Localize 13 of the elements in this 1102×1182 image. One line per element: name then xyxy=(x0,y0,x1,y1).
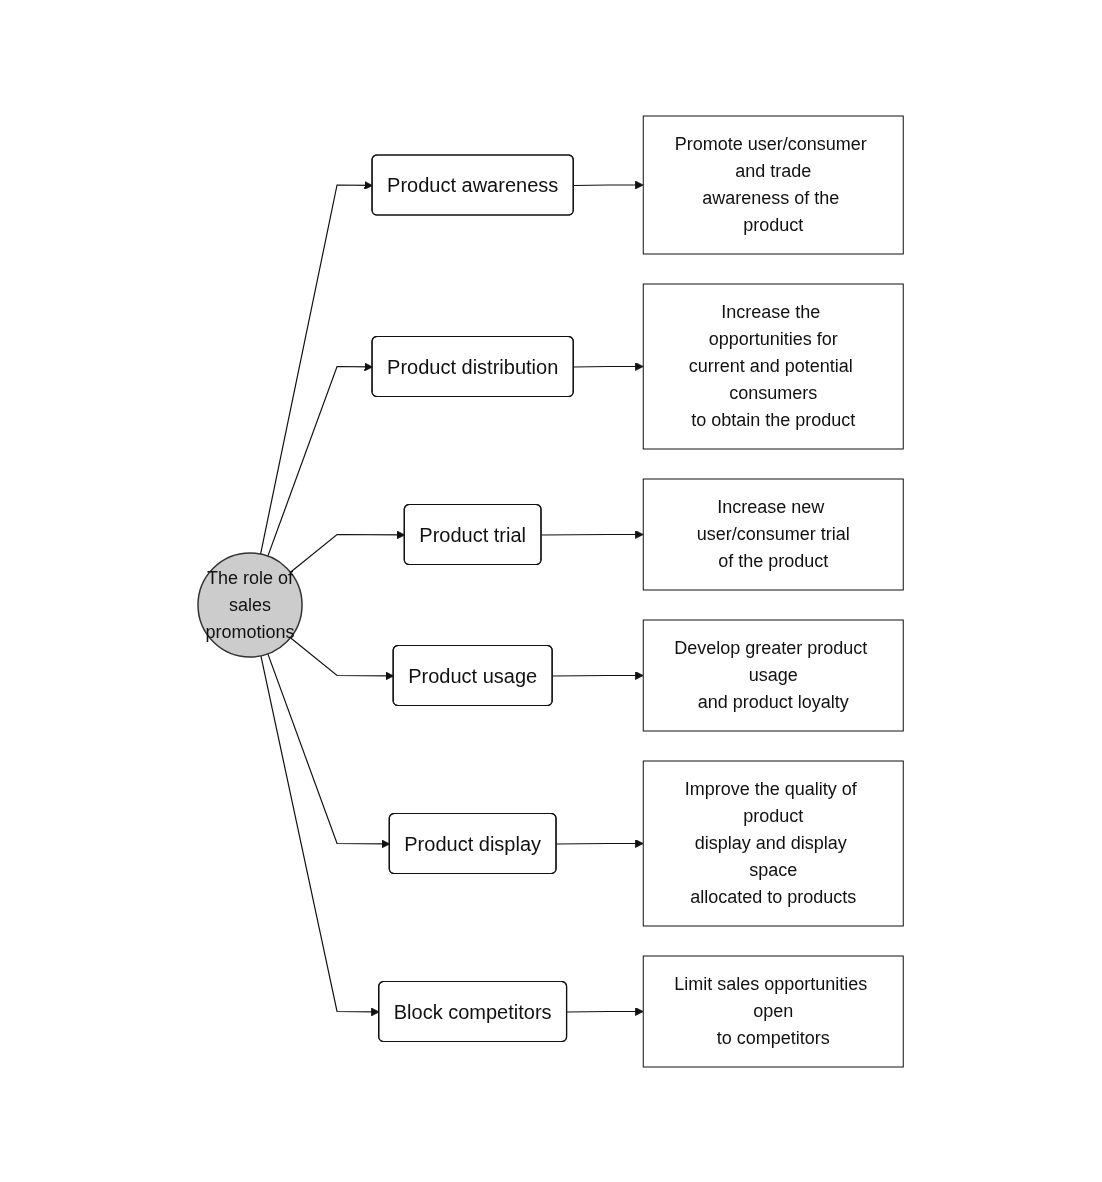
node-box: Improve the quality of product display and display space allocated to products xyxy=(643,760,905,926)
node-box: Promote user/consumer and trade awareness of the product xyxy=(643,115,905,254)
node-box: Develop greater product usage and product loyalty xyxy=(643,619,905,731)
arrow xyxy=(556,838,645,848)
node-circle: The role of sales promotions xyxy=(197,551,304,658)
arrow xyxy=(260,654,380,1016)
arrow xyxy=(552,670,645,680)
arrow xyxy=(541,529,645,539)
node-box: Increase the opportunities for current and potential consumers to obtain the product xyxy=(643,283,905,449)
arrow xyxy=(566,1006,645,1016)
node-box: Limit sales opportunities open to competitors xyxy=(643,955,905,1067)
node-box: Increase new user/consumer trial of the product xyxy=(643,478,905,590)
arrow xyxy=(573,361,645,371)
